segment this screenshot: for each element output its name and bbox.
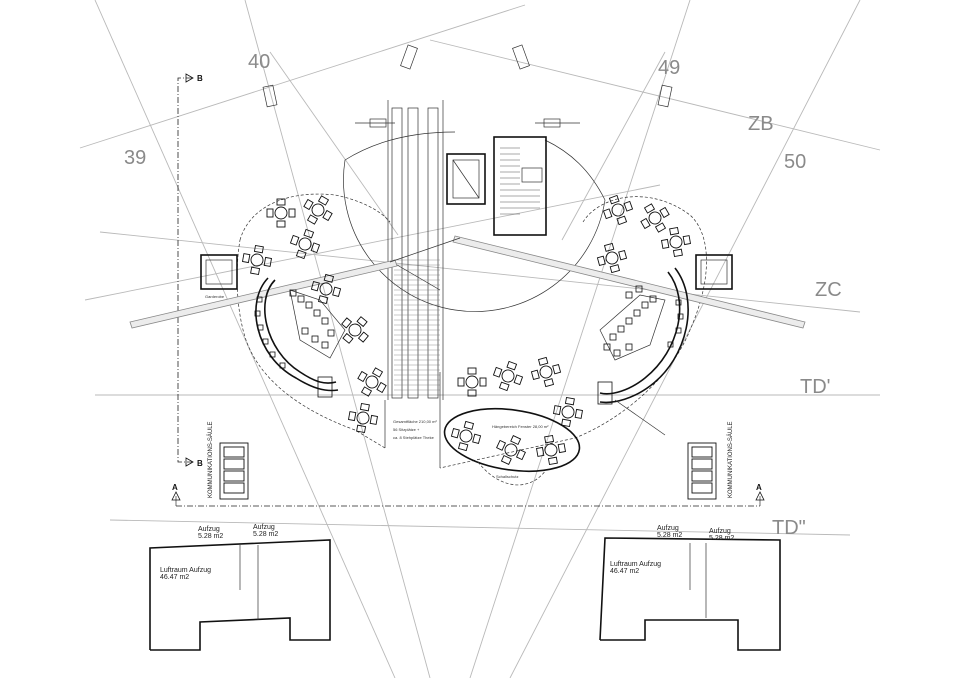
grid-axis-39: 39 <box>124 147 146 169</box>
grid-axis-49: 49 <box>658 57 680 79</box>
lower-right-rooms <box>599 537 781 651</box>
note-lounge: Hängebereich Fenster 28,00 m² <box>492 424 549 429</box>
garderobe-label: Garderobe <box>205 294 225 299</box>
grid-axis-zb: ZB <box>748 113 774 135</box>
left-lift-1-area: 5.28 m2 <box>198 533 223 540</box>
section-line-a <box>171 491 765 507</box>
communication-column-right <box>687 442 717 500</box>
left-lift-2-name: Aufzug <box>253 524 275 531</box>
core-stair <box>446 136 547 236</box>
communication-column-left <box>219 442 249 500</box>
structural-grid <box>79 0 881 678</box>
grid-axis-td1: TD' <box>800 376 830 398</box>
section-b-top-label: B <box>197 74 203 83</box>
left-lift-2-area: 5.28 m2 <box>253 531 278 538</box>
atrium-circle-top <box>344 131 606 201</box>
grid-axis-zc: ZC <box>815 279 842 301</box>
lounge-area <box>443 408 581 472</box>
left-lift-1-name: Aufzug <box>198 526 220 533</box>
communication-column-left-label: KOMMUNIKATIONS-SÄULE <box>207 421 214 498</box>
lower-left-rooms <box>149 539 331 651</box>
right-void-name: Luftraum Aufzug <box>610 561 661 568</box>
section-a-right-label: A <box>756 483 762 492</box>
section-b-bottom-label: B <box>197 459 203 468</box>
grid-axis-td2: TD" <box>772 517 806 539</box>
left-void-area: 46.47 m2 <box>160 574 189 581</box>
beam-bands <box>129 235 806 329</box>
tables <box>241 194 692 466</box>
right-lift-1-name: Aufzug <box>657 525 679 532</box>
section-a-left-label: A <box>172 483 178 492</box>
note-standing: ca. 8 Stehplätze Theke <box>393 435 435 440</box>
lounge-dash <box>477 461 547 486</box>
right-lift-2-area: 5.28 m2 <box>709 535 734 542</box>
right-lift-2-name: Aufzug <box>709 528 731 535</box>
section-line-b <box>177 73 194 467</box>
right-bar <box>597 267 689 436</box>
communication-column-right-label: KOMMUNIKATIONS-SÄULE <box>727 421 734 498</box>
left-void-name: Luftraum Aufzug <box>160 567 211 574</box>
shafts <box>200 254 733 290</box>
escalators <box>387 100 444 400</box>
grid-axis-50: 50 <box>784 151 806 173</box>
column-pads <box>262 44 673 128</box>
note-area: Gesamtfläche 210,00 m² <box>393 419 437 424</box>
grid-axis-40: 40 <box>248 51 270 73</box>
atrium-circle <box>343 159 606 312</box>
right-lift-1-area: 5.28 m2 <box>657 532 682 539</box>
note-seats: 56 Sitzplätze + <box>393 427 420 432</box>
floor-outline <box>236 193 707 469</box>
note-lounge-sub: Schallschutz <box>496 474 518 479</box>
left-bar <box>254 277 346 398</box>
right-void-area: 46.47 m2 <box>610 568 639 575</box>
